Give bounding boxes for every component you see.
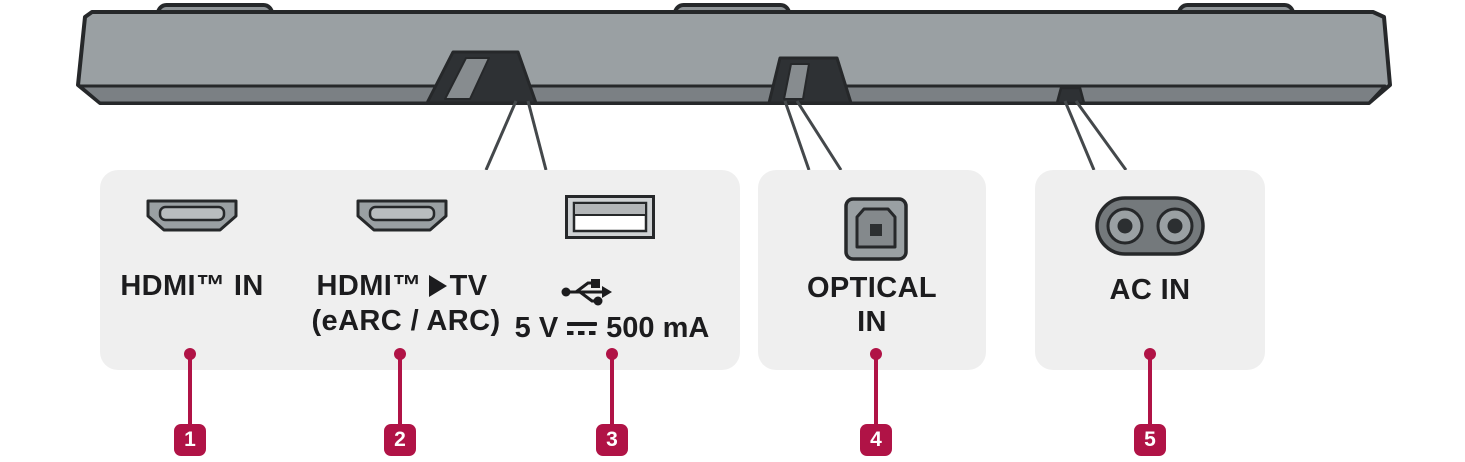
- dc-symbol-icon: [567, 322, 598, 335]
- panel-hdmi-usb: HDMI™ IN HDMI™ TV (eARC / ARC) 5 V: [100, 170, 740, 370]
- optical-port-icon: [844, 197, 908, 261]
- callout-4-badge: 4: [860, 424, 892, 456]
- ac-port-icon: [1095, 196, 1205, 256]
- optical-label-line2: IN: [857, 306, 887, 338]
- callout-2-line: [398, 356, 402, 424]
- usb-rating: 5 V 500 mA: [498, 312, 726, 345]
- usb-rating-current: 500 mA: [606, 312, 710, 344]
- hdmi-tv-port-icon: [356, 199, 448, 232]
- panel-optical: OPTICAL IN: [758, 170, 986, 370]
- usb-icon: [561, 279, 612, 306]
- usb-port-icon: [565, 195, 655, 239]
- soundbar-port-recesses: [425, 50, 1086, 105]
- hdmi-in-label: HDMI™ IN: [120, 270, 264, 302]
- callout-1-dot: [184, 348, 196, 360]
- hdmi-tv-label-right: TV: [449, 270, 488, 302]
- leader-lines: [484, 100, 1128, 171]
- callout-5-badge: 5: [1134, 424, 1166, 456]
- soundbar-body: [76, 10, 1392, 105]
- callout-1-badge: 1: [174, 424, 206, 456]
- callout-2-badge: 2: [384, 424, 416, 456]
- callout-4-dot: [870, 348, 882, 360]
- callout-5-dot: [1144, 348, 1156, 360]
- panel-ac: AC IN: [1035, 170, 1265, 370]
- optical-label-line1: OPTICAL: [806, 272, 938, 304]
- arrow-right-icon: [428, 275, 447, 297]
- hdmi-tv-label-left: HDMI™: [316, 270, 422, 302]
- hdmi-tv-sublabel: (eARC / ARC): [311, 305, 501, 337]
- callout-5-line: [1148, 356, 1152, 424]
- callout-3-line: [610, 356, 614, 424]
- callout-3-badge: 3: [596, 424, 628, 456]
- hdmi-in-port-icon: [146, 199, 238, 232]
- callout-1-line: [188, 356, 192, 424]
- callout-2-dot: [394, 348, 406, 360]
- callout-4-line: [874, 356, 878, 424]
- usb-rating-voltage: 5 V: [514, 312, 559, 344]
- callout-3-dot: [606, 348, 618, 360]
- ac-label: AC IN: [1109, 274, 1191, 306]
- hdmi-tv-label: HDMI™ TV: [296, 270, 508, 303]
